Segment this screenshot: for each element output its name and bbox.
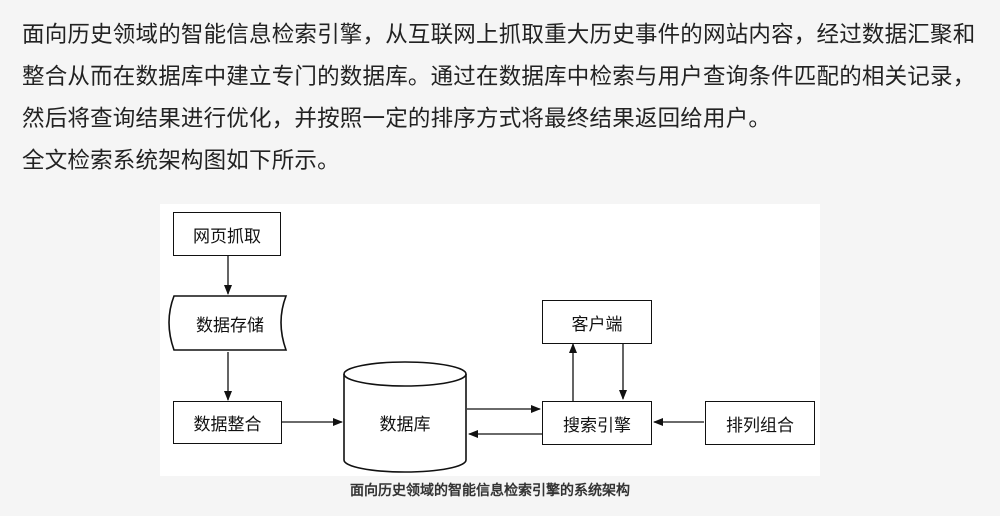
node-database: 数据库 — [379, 414, 431, 435]
node-storage: 数据存储 — [196, 315, 264, 336]
figure-intro: 全文检索系统架构图如下所示。 — [22, 148, 340, 174]
storage-shape — [168, 295, 288, 351]
intro-text: 面向历史领域的智能信息检索引擎，从互联网上抓取重大历史事件的网站内容，经过数据汇… — [22, 14, 982, 182]
architecture-diagram: 网页抓取 数据存储 数据整合 数据库 客户端 搜索引擎 排列组合 — [160, 204, 820, 476]
diagram-connectors — [168, 256, 704, 473]
node-client: 客户端 — [542, 300, 652, 344]
node-ranking: 排列组合 — [705, 401, 815, 445]
node-search-engine: 搜索引擎 — [542, 401, 652, 445]
node-integrate: 数据整合 — [173, 401, 282, 444]
figure-caption: 面向历史领域的智能信息检索引擎的系统架构 — [350, 483, 630, 499]
intro-paragraph: 面向历史领域的智能信息检索引擎，从互联网上抓取重大历史事件的网站内容，经过数据汇… — [22, 22, 976, 132]
node-crawl: 网页抓取 — [173, 212, 281, 256]
database-cylinder — [343, 361, 467, 473]
